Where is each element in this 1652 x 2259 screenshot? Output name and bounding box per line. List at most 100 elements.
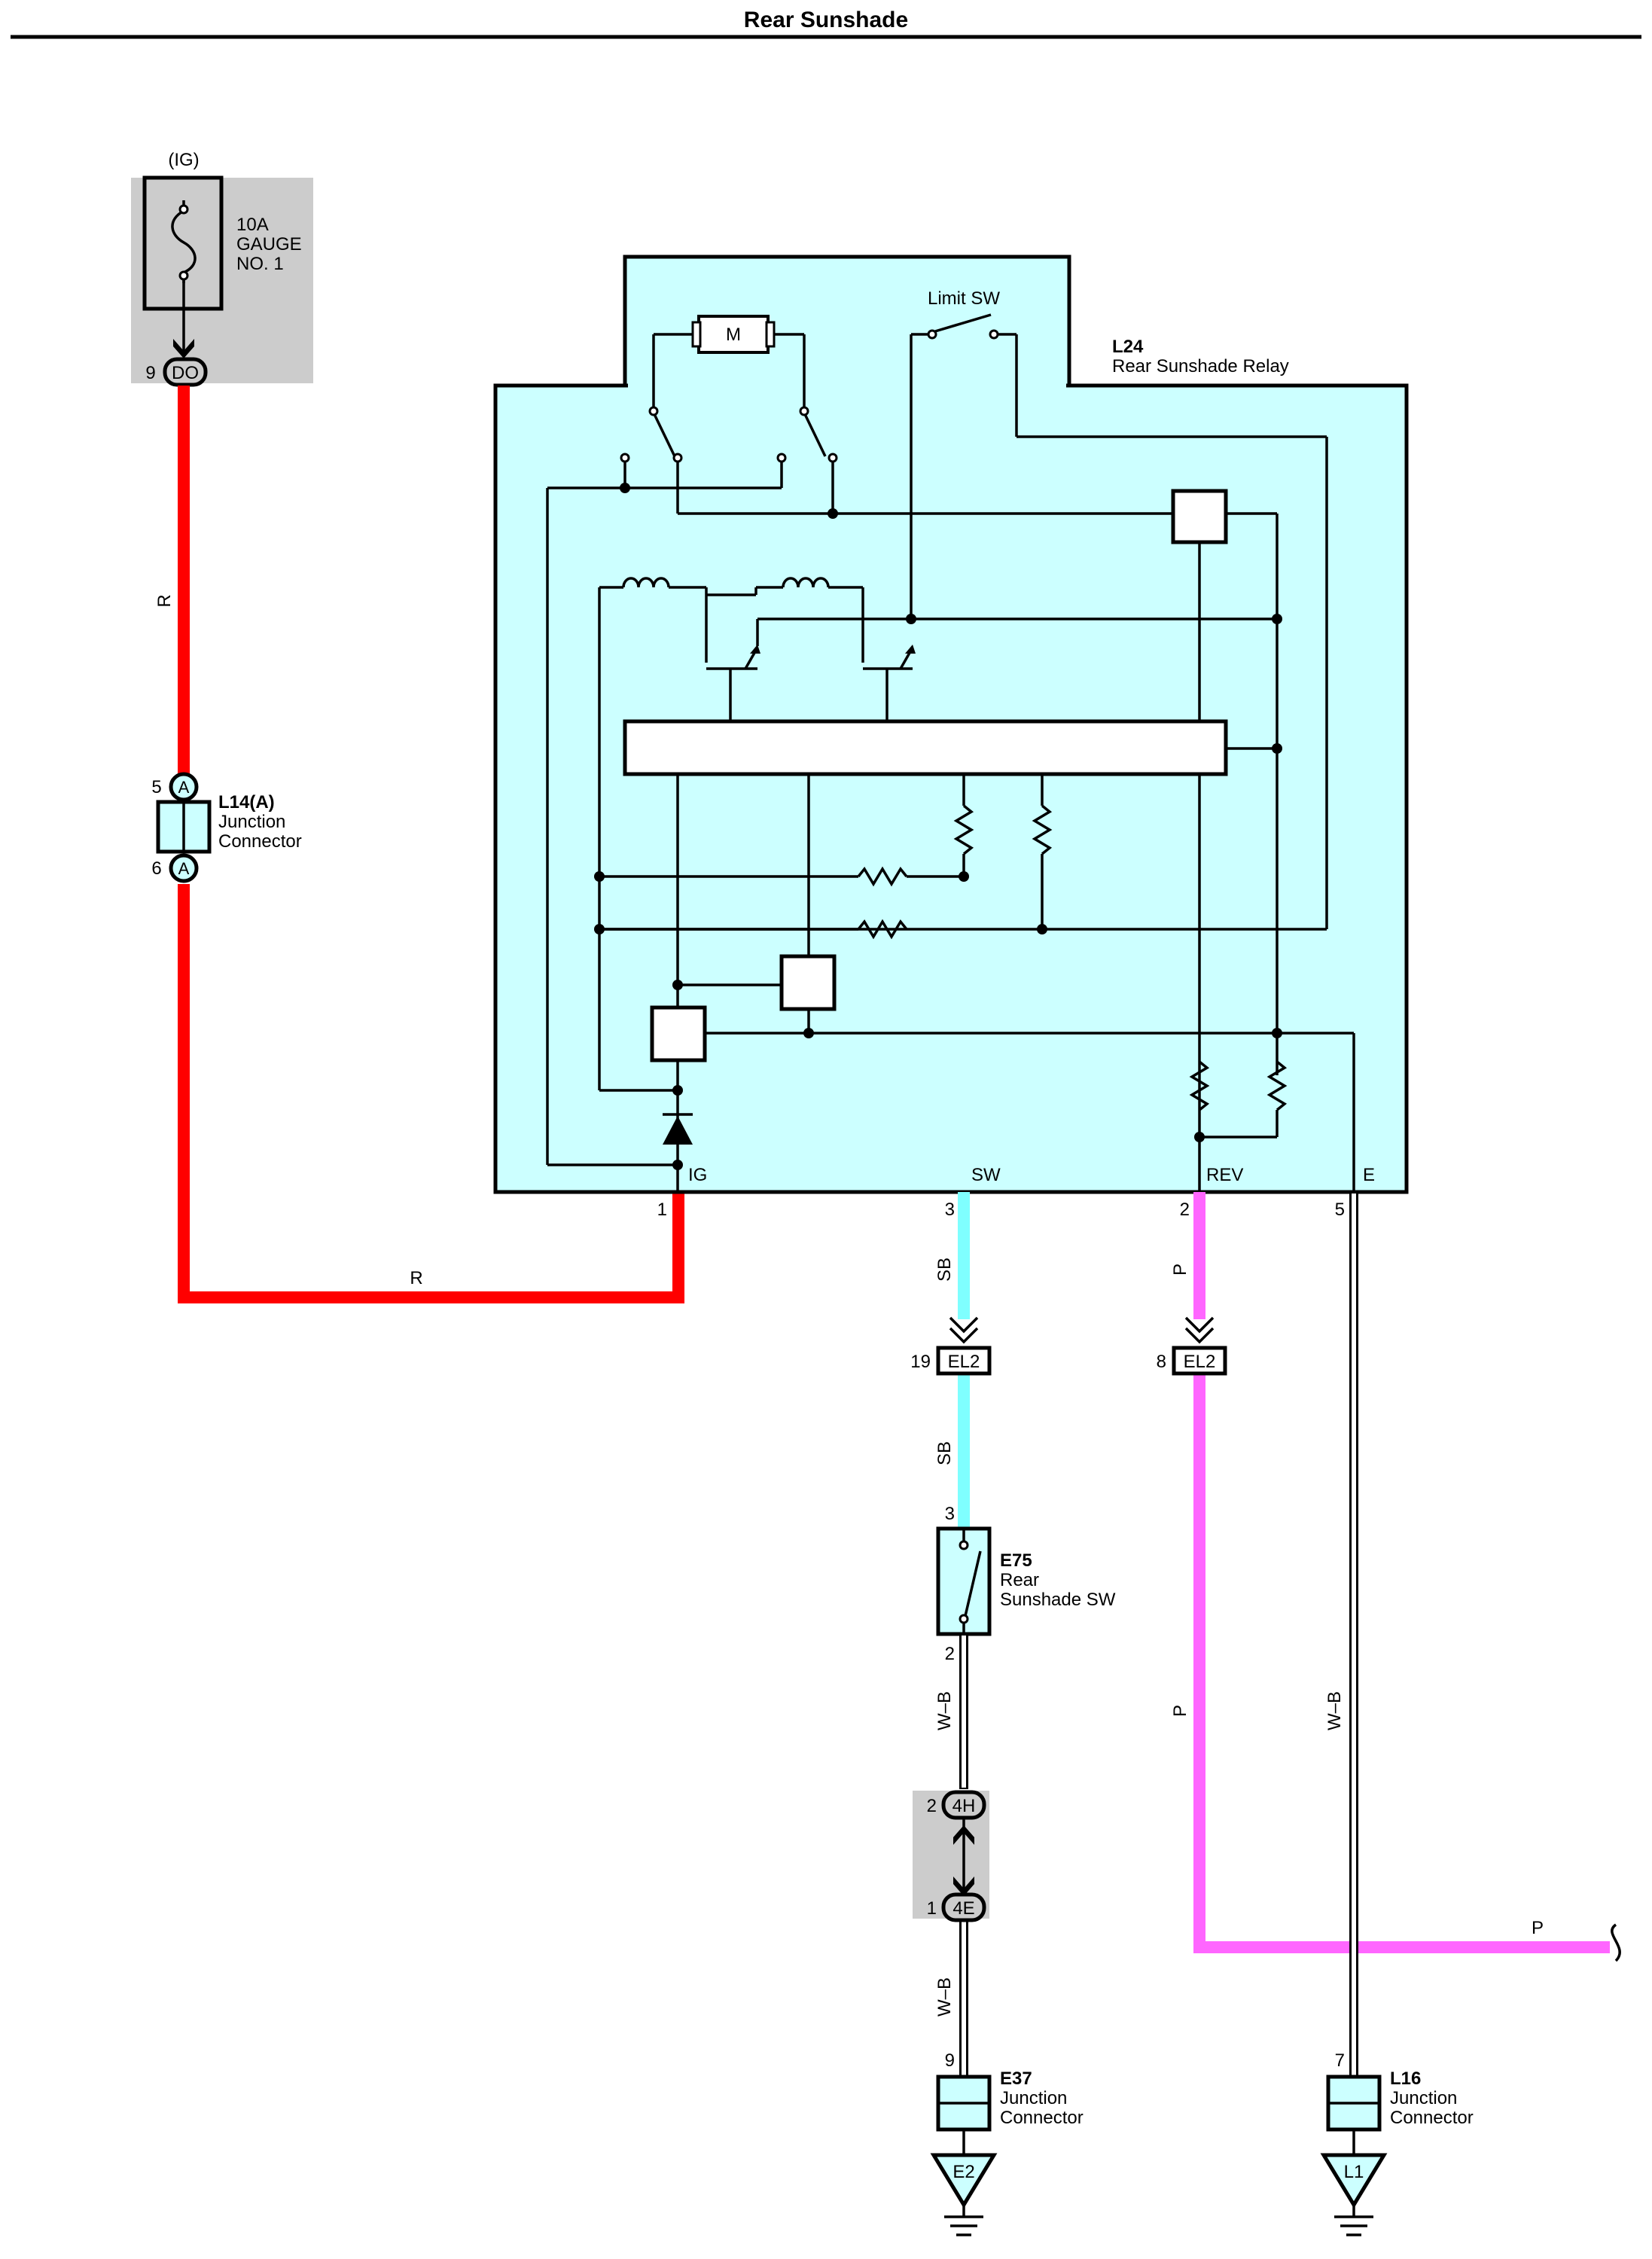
terminal-pin-sw: 3 [945,1200,955,1220]
transistor-2-arrow-icon [905,645,916,654]
wire-p: P P P [1170,1192,1621,1962]
contact-right-nc [776,453,787,463]
wire-sb: SB SB [934,1192,970,1529]
junction-l14-name-line2: Connector [218,831,302,852]
junction-dot-bus1-right [959,871,969,882]
terminal-label-e: E [1363,1165,1375,1185]
terminal-label-ig: IG [688,1165,707,1185]
wire-wb-label-1: W–B [934,1691,955,1730]
connector-el2-rev-pin: 8 [1157,1352,1166,1372]
junction-dot-ig-terminal [672,1160,683,1170]
relay-code: L24 [1112,337,1144,357]
junction-l14-pin-in: 5 [151,777,161,797]
connector-el2-sw-pin: 19 [910,1352,931,1372]
junction-dot-r2-bus [1037,924,1047,934]
fuse-connector-code: DO [172,363,199,383]
switch-e75-contact-bottom [959,1614,969,1624]
limit-switch-contact-left [927,329,937,340]
wire-p-label-2: P [1170,1705,1190,1717]
wire-break-icon [1611,1923,1621,1962]
junction-dot-bus1-left [594,871,605,882]
junction-l14-terminal-5 [169,772,199,802]
switch-e75-pin-top: 3 [945,1504,955,1524]
connector-4e-arrow-icon [953,1876,974,1896]
wire-sb-label-2: SB [934,1441,955,1465]
switch-e75-pin-bottom: 2 [945,1644,955,1664]
connector-el2-rev-code: EL2 [1184,1352,1216,1372]
junction-e37-pin: 9 [945,2050,955,2071]
fuse-rating: 10A [236,215,269,235]
junction-l14-code: L14(A) [218,792,275,812]
ig-box [650,1005,707,1062]
switch-e75-blade [964,1550,982,1617]
junction-l16-name-line2: Connector [1390,2108,1474,2128]
junction-dot-ic-e [1272,743,1282,754]
ground-e2-icon [944,2205,983,2236]
ground-e2-label: E2 [952,2162,974,2182]
wire-p-label-1: P [1170,1264,1190,1276]
wire-wb-e: W–B [1324,1192,1358,2077]
fuse-terminal-top [178,204,189,215]
switch-e75: 3 2 E75 Rear Sunshade SW [936,1504,1116,1664]
wire-wb-label-3: W–B [1324,1691,1345,1730]
contact-left-pivot [648,406,659,416]
connector-4e-code: 4E [952,1898,974,1919]
wire-r: R R [154,386,684,1303]
junction-l16: 7 L16 Junction Connector L1 [1320,2050,1474,2236]
junction-l14: A A 5 6 L14(A) Junction Connector [151,772,302,883]
connector-el2-rev-box [1172,1346,1227,1376]
connector-4e-body [941,1892,986,1922]
connector-el2-sw-arrow-icon [949,1316,979,1344]
wire-r-label-2: R [410,1268,422,1288]
connector-el2-sw-box [936,1346,992,1376]
ground-l1-label: L1 [1344,2162,1364,2182]
connector-4h-4e: 4H 2 4E 1 [913,1790,989,1922]
junction-dot-e-bus [1272,1028,1282,1038]
switch-e75-name-line1: Rear [1000,1570,1039,1590]
junction-dot-emitter-ic [906,614,916,624]
fuse-supply-label: (IG) [168,150,199,170]
coil-box-top [1171,489,1228,544]
fuse-name-line1: GAUGE [236,234,302,255]
motor-left-brush [691,321,702,348]
ground-e2-triangle [930,2153,998,2209]
contact-right-no [828,453,838,463]
junction-dot-rev [1194,1132,1205,1142]
contact-left-blade [652,412,676,457]
connector-el2-rev-arrow-icon [1184,1316,1215,1344]
fuse-connector-arrow-icon [173,339,194,358]
inductor-1-icon [622,577,670,588]
resistor-bus-1 [857,866,908,887]
relay-l24: L24 Rear Sunshade Relay M Limit SW [493,255,1409,1220]
switch-e75-code: E75 [1000,1550,1032,1571]
fuse-connector-pin: 9 [145,363,155,383]
fuse-connector-do [163,357,208,387]
junction-dot-bus2-left [594,924,605,934]
connector-4h-pin: 2 [927,1796,937,1816]
contact-right-pivot [799,406,809,416]
wire-wb-sw: W–B W–B [934,1634,968,2077]
relay-name: Rear Sunshade Relay [1112,356,1289,376]
connector-4e-pin: 1 [927,1898,937,1919]
fuse-terminal-bottom [178,270,189,281]
resistor-rev-2 [1266,1060,1288,1111]
terminal-label-sw: SW [971,1165,1001,1185]
junction-l14-letter-top: A [178,778,190,797]
control-ic [623,719,1228,776]
terminal-pin-rev: 2 [1180,1200,1190,1220]
resistor-rev-1 [1189,1060,1210,1111]
junction-e37: 9 E37 Junction Connector E2 [930,2050,1084,2236]
junction-l16-pin: 7 [1335,2050,1345,2071]
motor-label: M [726,325,741,345]
terminal-label-rev: REV [1206,1165,1243,1185]
connector-el2-rev: EL2 8 [1157,1316,1227,1376]
connector-el2-sw-code: EL2 [948,1352,980,1372]
junction-dot-emitter-e [1272,614,1282,624]
connector-el2-sw: EL2 19 [910,1316,992,1376]
junction-l14-terminal-6 [169,853,199,883]
limit-switch-label: Limit SW [928,288,1000,309]
wire-r-label-1: R [154,594,175,607]
junction-l16-code: L16 [1390,2068,1421,2089]
fuse-group: (IG) 10A GAUGE NO. 1 DO 9 [131,150,313,387]
